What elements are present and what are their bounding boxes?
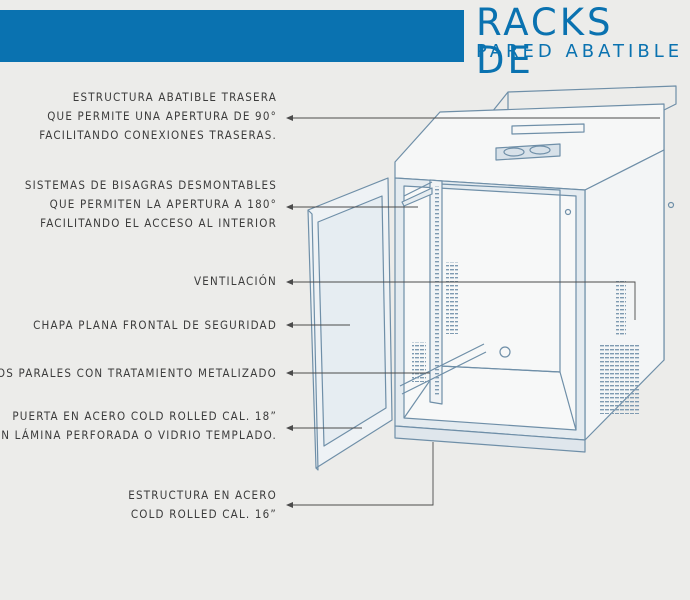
- rail-bracket: [403, 181, 433, 197]
- side-vent-top: [616, 280, 626, 335]
- callout-line: FACILITANDO EL ACCESO AL INTERIOR: [40, 216, 277, 230]
- arrow-icon: [286, 279, 293, 285]
- arrow-icon: [286, 204, 293, 210]
- side-vent-bottom: [600, 344, 640, 414]
- callout-ventilation: VENTILACIÓN: [194, 272, 277, 291]
- callout-line: QUE PERMITE UNA APERTURA DE 90°: [47, 109, 277, 123]
- top-cutout: [511, 123, 585, 135]
- callout-steel-structure: ESTRUCTURA EN ACERO COLD ROLLED CAL. 16”: [128, 486, 277, 524]
- arrow-icon: [286, 425, 293, 431]
- leader-line: [292, 442, 434, 506]
- callout-line: DOS PARALES CON TRATAMIENTO METALIZADO: [0, 366, 277, 380]
- fan-icon: [529, 145, 551, 155]
- front-vent: [412, 342, 426, 382]
- plinth: [394, 425, 586, 453]
- door-panel: [317, 195, 387, 447]
- callout-door: PUERTA EN ACERO COLD ROLLED CAL. 18” EN …: [0, 407, 277, 445]
- front-lock-icon: [564, 208, 572, 216]
- page-title: RACKS DE: [476, 1, 614, 82]
- hinge-top: [401, 187, 433, 207]
- callout-rails: DOS PARALES CON TRATAMIENTO METALIZADO: [0, 364, 277, 383]
- callout-line: COLD ROLLED CAL. 16”: [130, 507, 277, 521]
- side-lock-icon: [667, 201, 675, 209]
- header-banner: [0, 10, 464, 62]
- leader-line: [292, 281, 636, 320]
- arrow-icon: [286, 115, 293, 121]
- back-vent: [446, 262, 458, 334]
- arrow-icon: [286, 370, 293, 376]
- callout-hinges: SISTEMAS DE BISAGRAS DESMONTABLES QUE PE…: [25, 176, 277, 233]
- callout-line: EN LÁMINA PERFORADA O VIDRIO TEMPLADO.: [0, 428, 277, 442]
- callout-line: PUERTA EN ACERO COLD ROLLED CAL. 18”: [12, 409, 277, 423]
- inner-floor: [403, 365, 577, 431]
- callout-line: ESTRUCTURA ABATIBLE TRASERA: [72, 90, 277, 104]
- callout-rear-structure: ESTRUCTURA ABATIBLE TRASERA QUE PERMITE …: [39, 88, 277, 145]
- callout-line: FACILITANDO CONEXIONES TRASERAS.: [39, 128, 277, 142]
- callout-front-plate: CHAPA PLANA FRONTAL DE SEGURIDAD: [33, 316, 277, 335]
- door-edge: [307, 209, 319, 471]
- fan-icon: [503, 147, 525, 157]
- callout-line: VENTILACIÓN: [194, 274, 277, 288]
- arrow-icon: [286, 322, 293, 328]
- callout-line: CHAPA PLANA FRONTAL DE SEGURIDAD: [33, 318, 277, 332]
- arrow-icon: [286, 502, 293, 508]
- callout-line: ESTRUCTURA EN ACERO: [128, 488, 277, 502]
- cable-hole: [499, 346, 511, 358]
- rail-holes: [434, 186, 440, 396]
- callout-line: QUE PERMITEN LA APERTURA A 180°: [49, 197, 277, 211]
- page-subtitle: PARED ABATIBLE: [476, 41, 684, 62]
- callout-line: SISTEMAS DE BISAGRAS DESMONTABLES: [24, 178, 277, 192]
